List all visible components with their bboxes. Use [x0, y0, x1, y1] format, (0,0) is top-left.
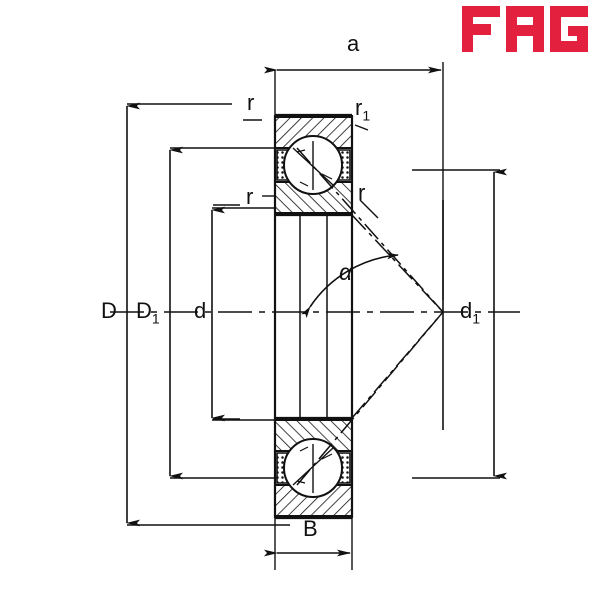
fag-logo: [462, 6, 590, 52]
label-radius-r-mid-left: r: [246, 184, 254, 209]
label-contact-angle-alpha: α: [339, 259, 353, 285]
angle-arc-alpha: [301, 252, 399, 318]
label-dimension-D1: D1: [136, 298, 160, 327]
label-dimension-d: d: [194, 298, 207, 323]
extension-lines: [127, 62, 500, 570]
radius-tick-marks: [213, 204, 240, 420]
fag-logo-mark: [462, 6, 588, 52]
bearing-top-half: [273, 113, 354, 217]
fag-letter-f: [462, 6, 500, 52]
label-dimension-a: a: [347, 31, 360, 56]
label-radius-r-top-left: r: [247, 90, 255, 115]
bearing-bottom-half: [273, 416, 354, 520]
contact-angle-lines: [296, 147, 444, 486]
label-dimension-D: D: [101, 298, 117, 323]
bearing-bore-walls: [273, 215, 354, 418]
label-radius-r1-top-right: r1: [355, 95, 371, 124]
radius-leaders: [243, 119, 379, 219]
label-dimension-B: B: [303, 516, 318, 541]
label-radius-r-mid-right: r: [358, 180, 366, 205]
fag-letter-a: [506, 6, 544, 52]
fag-letter-g: [550, 6, 588, 52]
label-dimension-d1: d1: [460, 298, 481, 327]
